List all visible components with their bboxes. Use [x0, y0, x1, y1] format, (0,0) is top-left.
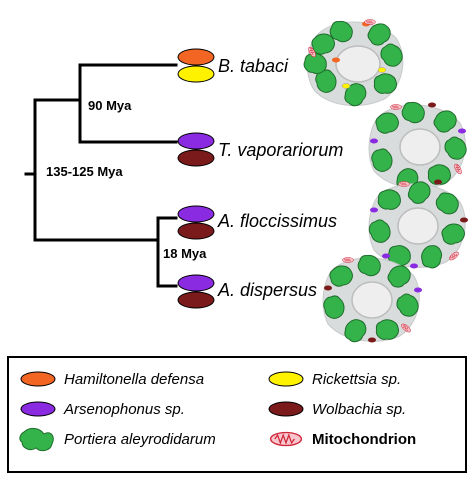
mitochondrion-icon: [269, 431, 303, 447]
hamiltonella-oval: [177, 48, 215, 66]
bacteriocyte-illustration: [367, 177, 468, 273]
rickettsia-oval: [177, 65, 215, 83]
legend-hamiltonella: Hamiltonella defensa: [64, 371, 204, 388]
bacteriocyte-illustration: [322, 250, 422, 347]
taxon-b-tabaci: B. tabaci: [218, 56, 289, 76]
taxon-symbionts: [177, 48, 215, 309]
arsenophonus-oval: [177, 132, 215, 150]
bacteriocyte-illustration: [368, 97, 470, 196]
taxon-a-floccissimus: A. floccissimus: [217, 211, 337, 231]
phylogenetic-tree: 135-125 Mya 90 Mya 18 Mya: [24, 63, 216, 288]
bacteriocyte-illustration: [299, 16, 406, 111]
taxon-t-vaporariorum: T. vaporariorum: [218, 140, 343, 160]
arsenophonus-oval: [177, 274, 215, 292]
taxon-labels: B. tabaci T. vaporariorum A. floccissimu…: [217, 56, 343, 300]
arsenophonus-oval: [177, 205, 215, 223]
wolbachia-oval: [177, 222, 215, 240]
portiera-icon: [19, 427, 54, 452]
arsenophonus-swatch: [20, 401, 56, 417]
legend-portiera: Portiera aleyrodidarum: [64, 431, 216, 448]
wolbachia-oval: [177, 149, 215, 167]
legend-arsenophonus: Arsenophonus sp.: [63, 401, 185, 418]
wolbachia-oval: [177, 291, 215, 309]
node-label-root: 135-125 Mya: [46, 164, 123, 179]
legend-rickettsia: Rickettsia sp.: [312, 371, 401, 388]
legend: Hamiltonella defensa Rickettsia sp. Arse…: [7, 356, 467, 473]
node-label-18mya: 18 Mya: [163, 246, 207, 261]
wolbachia-swatch: [268, 401, 304, 417]
legend-wolbachia: Wolbachia sp.: [312, 401, 406, 418]
taxon-a-dispersus: A. dispersus: [217, 280, 317, 300]
node-label-90mya: 90 Mya: [88, 98, 132, 113]
legend-mitochondrion: Mitochondrion: [312, 431, 416, 448]
legend-box: [7, 356, 467, 473]
rickettsia-swatch: [268, 371, 304, 387]
hamiltonella-swatch: [20, 371, 56, 387]
